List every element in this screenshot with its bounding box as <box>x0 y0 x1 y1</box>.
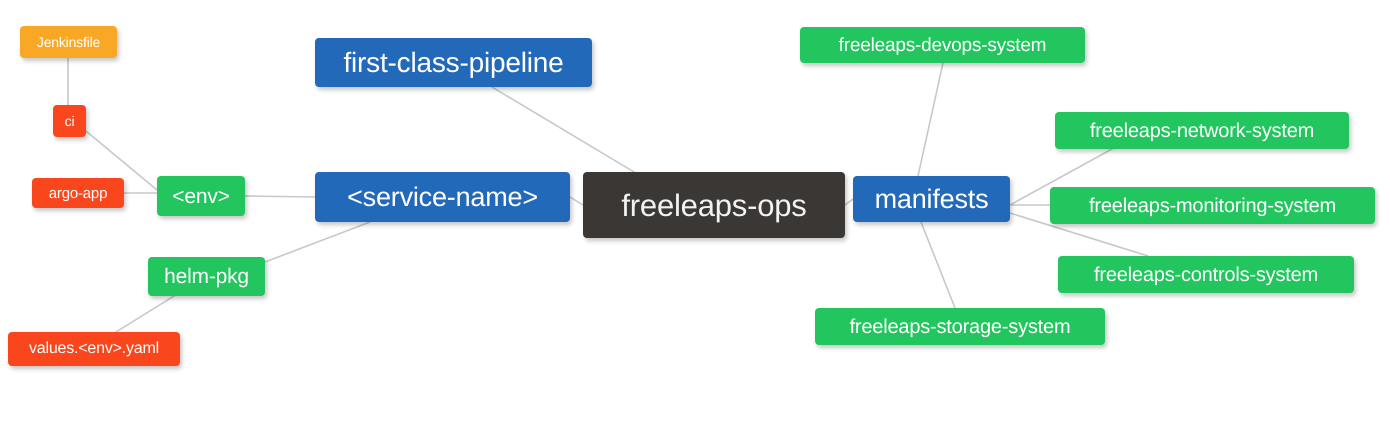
node-label-first-class-pipeline: first-class-pipeline <box>343 46 564 78</box>
node-label-values-yaml: values.<env>.yaml <box>28 340 159 357</box>
node-ci[interactable]: ci <box>53 105 86 137</box>
node-label-freeleaps-devops-system: freeleaps-devops-system <box>838 34 1047 56</box>
node-freeleaps-controls-system[interactable]: freeleaps-controls-system <box>1058 256 1354 293</box>
node-label-freeleaps-monitoring-system: freeleaps-monitoring-system <box>1089 194 1336 217</box>
node-label-ci: ci <box>64 113 75 129</box>
edge-e-manifests-devops <box>917 62 944 177</box>
node-label-jenkinsfile: Jenkinsfile <box>36 34 101 50</box>
node-freeleaps-ops[interactable]: freeleaps-ops <box>583 172 845 238</box>
edge-e-service-helm <box>264 221 371 263</box>
edge-e-manifests-storage <box>920 221 956 309</box>
edge-e-root-manifests <box>844 198 854 206</box>
node-argo-app[interactable]: argo-app <box>32 178 124 208</box>
node-label-freeleaps-ops: freeleaps-ops <box>621 187 807 223</box>
edge-e-service-env <box>244 195 316 198</box>
edge-e-root-service <box>569 196 584 206</box>
node-freeleaps-network-system[interactable]: freeleaps-network-system <box>1055 112 1349 149</box>
node-freeleaps-devops-system[interactable]: freeleaps-devops-system <box>800 27 1085 63</box>
node-label-freeleaps-storage-system: freeleaps-storage-system <box>849 315 1071 338</box>
node-label-freeleaps-controls-system: freeleaps-controls-system <box>1094 263 1318 286</box>
node-label-service-name: <service-name> <box>347 181 538 212</box>
node-label-helm-pkg: helm-pkg <box>164 265 249 288</box>
node-service-name[interactable]: <service-name> <box>315 172 570 222</box>
node-helm-pkg[interactable]: helm-pkg <box>148 257 265 296</box>
node-freeleaps-storage-system[interactable]: freeleaps-storage-system <box>815 308 1105 345</box>
node-label-freeleaps-network-system: freeleaps-network-system <box>1089 119 1315 142</box>
node-env[interactable]: <env> <box>157 176 245 216</box>
edge-e-root-pipeline <box>491 86 635 173</box>
node-label-argo-app: argo-app <box>48 184 108 202</box>
node-freeleaps-monitoring-system[interactable]: freeleaps-monitoring-system <box>1050 187 1375 224</box>
node-jenkinsfile[interactable]: Jenkinsfile <box>20 26 117 58</box>
node-manifests[interactable]: manifests <box>853 176 1010 222</box>
node-first-class-pipeline[interactable]: first-class-pipeline <box>315 38 592 87</box>
node-label-manifests: manifests <box>874 183 989 214</box>
node-values-yaml[interactable]: values.<env>.yaml <box>8 332 180 366</box>
edge-e-helm-values <box>115 295 175 333</box>
node-label-env: <env> <box>172 184 230 208</box>
